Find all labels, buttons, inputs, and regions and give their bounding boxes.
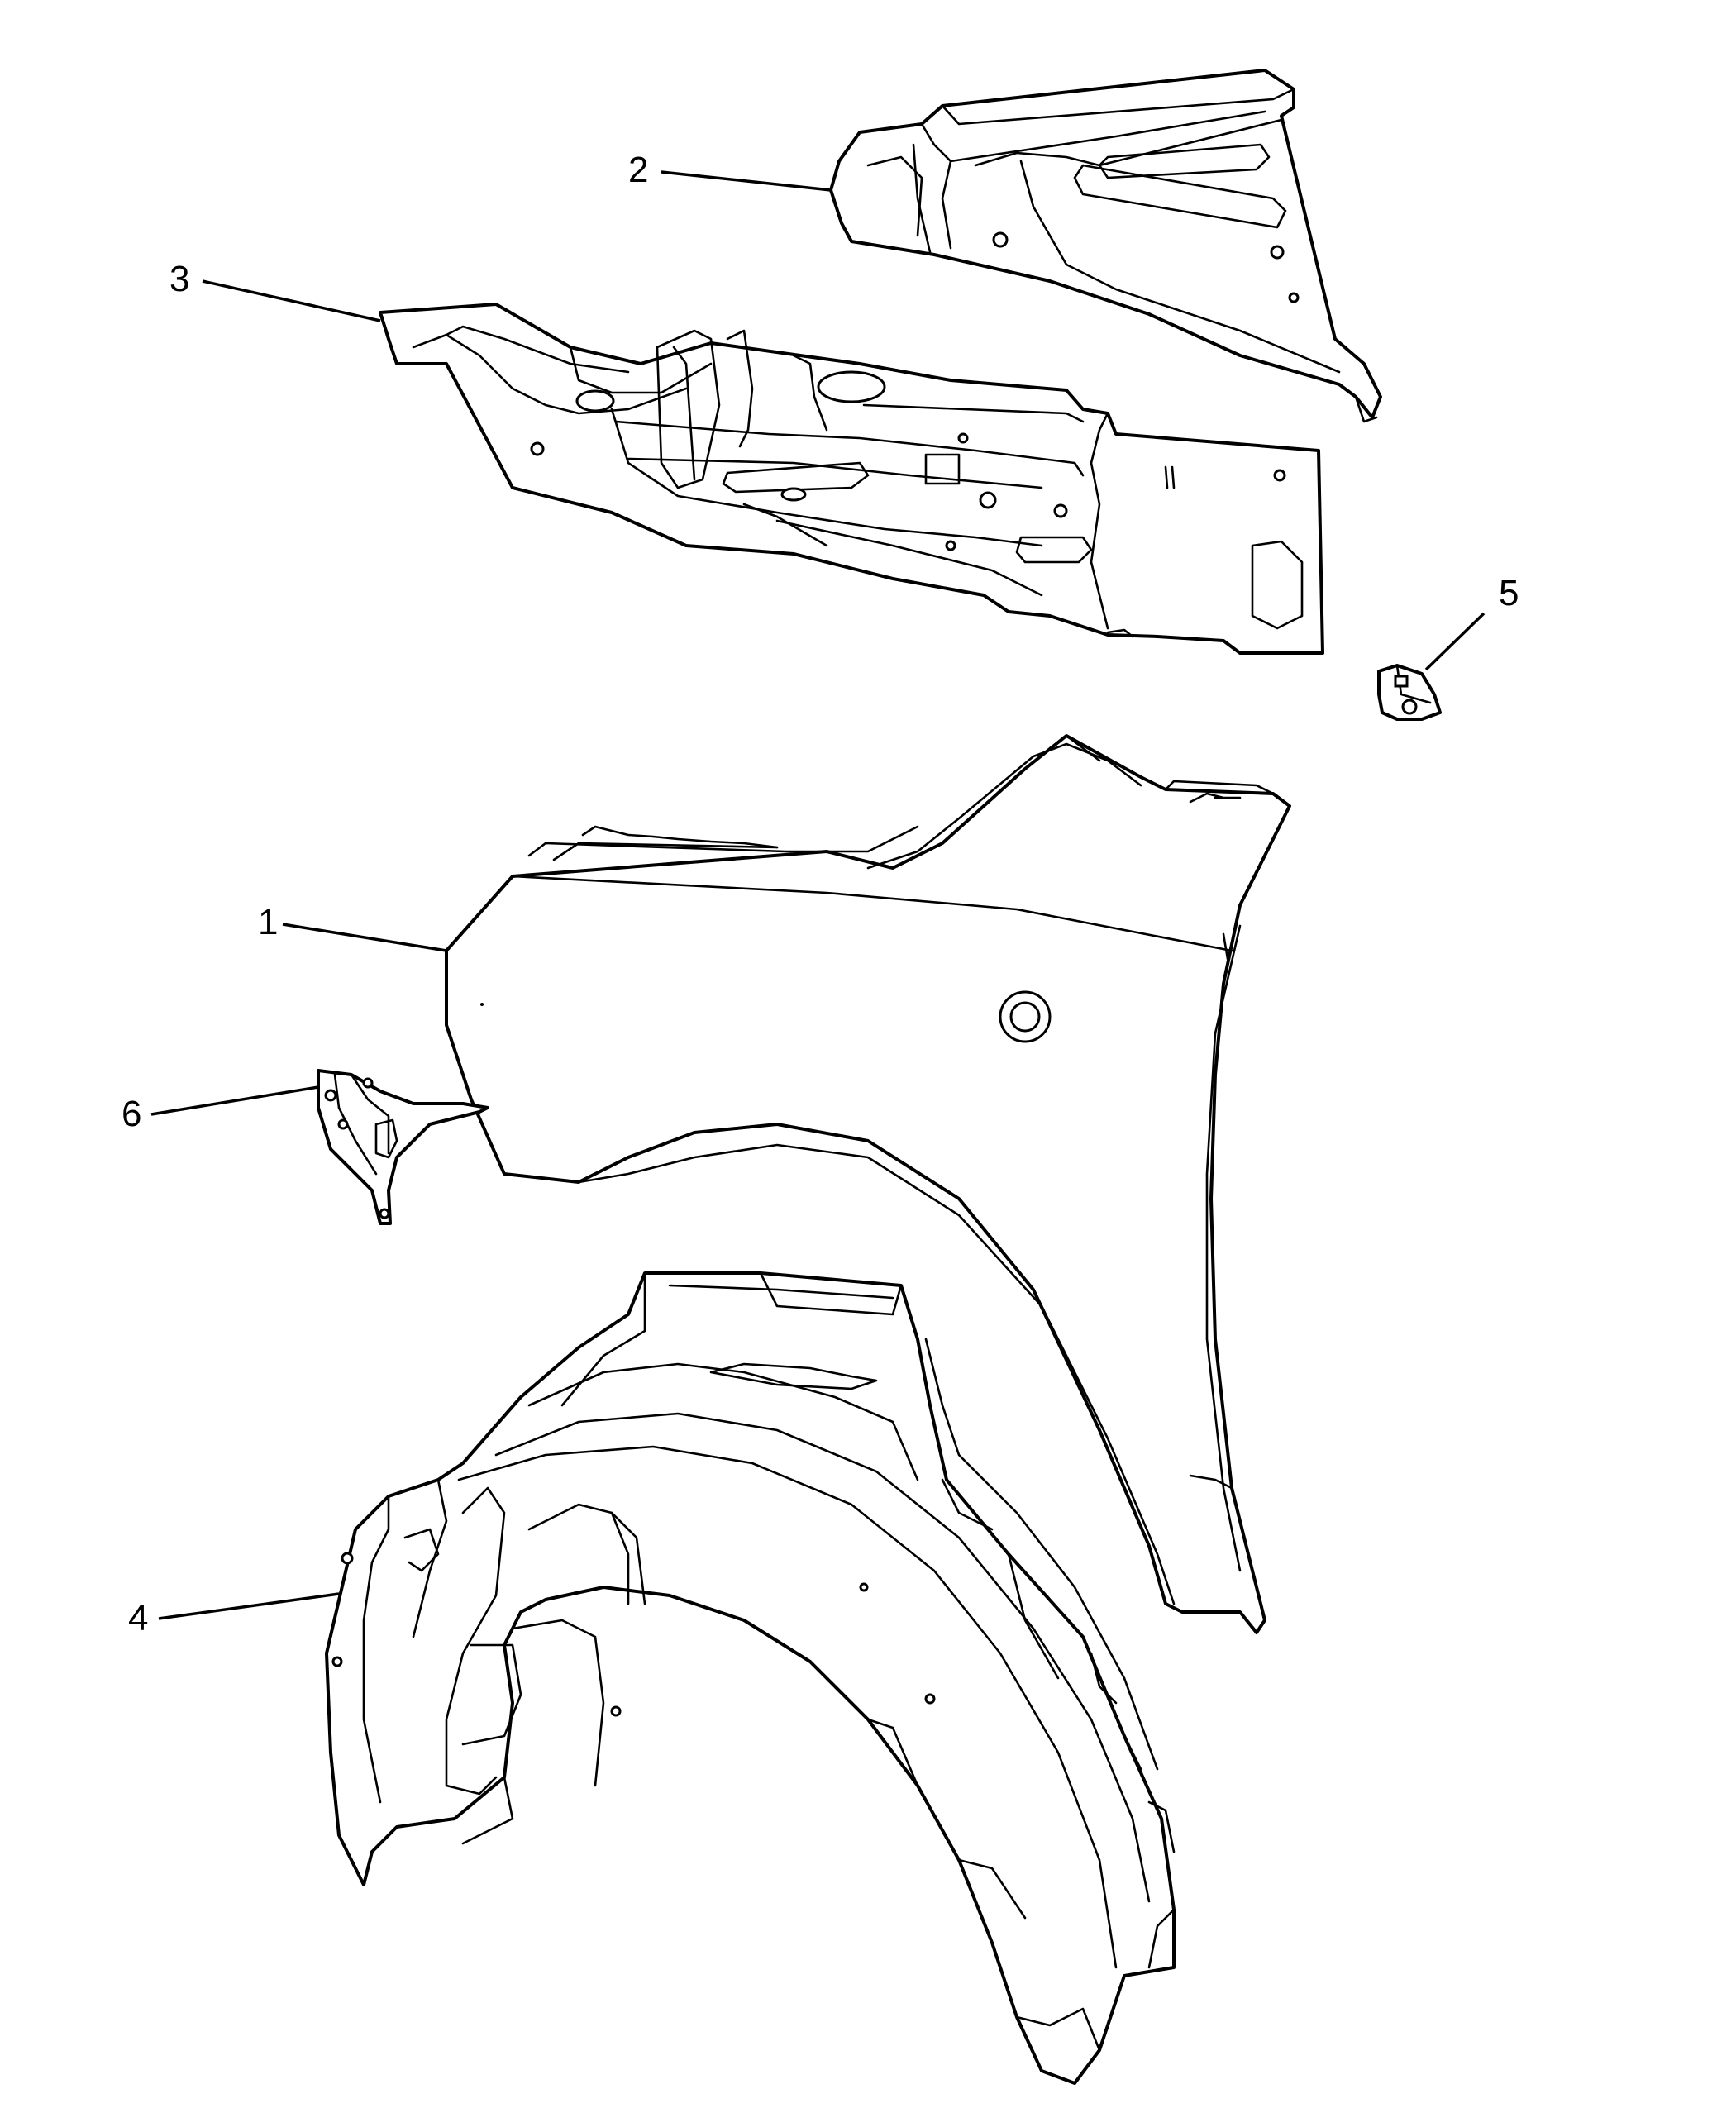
part-1-fender — [445, 734, 1291, 1634]
leader-line-5 — [1424, 612, 1486, 671]
callout-5: 5 — [1424, 573, 1519, 671]
callout-1: 1 — [258, 902, 447, 952]
part-3-front-rail — [379, 303, 1324, 655]
callout-label-6: 6 — [122, 1094, 141, 1134]
leader-line-4 — [158, 1592, 340, 1620]
callout-label-4: 4 — [128, 1598, 148, 1638]
callout-3: 3 — [169, 259, 381, 322]
callout-label-3: 3 — [169, 259, 189, 299]
part-5-clip — [1377, 664, 1442, 721]
callout-label-5: 5 — [1499, 573, 1519, 613]
part-2-reinforcement — [829, 69, 1382, 423]
leader-line-1 — [282, 923, 447, 952]
callout-4: 4 — [128, 1592, 340, 1638]
callout-6: 6 — [122, 1085, 319, 1134]
callout-label-1: 1 — [258, 902, 278, 942]
leader-line-2 — [661, 170, 832, 192]
part-6-bracket — [317, 1069, 489, 1225]
leader-line-3 — [202, 279, 381, 322]
callout-label-2: 2 — [628, 150, 648, 190]
leader-line-6 — [150, 1085, 319, 1116]
callout-2: 2 — [628, 150, 832, 192]
part-4-wheelhouse-liner — [325, 1271, 1176, 2085]
